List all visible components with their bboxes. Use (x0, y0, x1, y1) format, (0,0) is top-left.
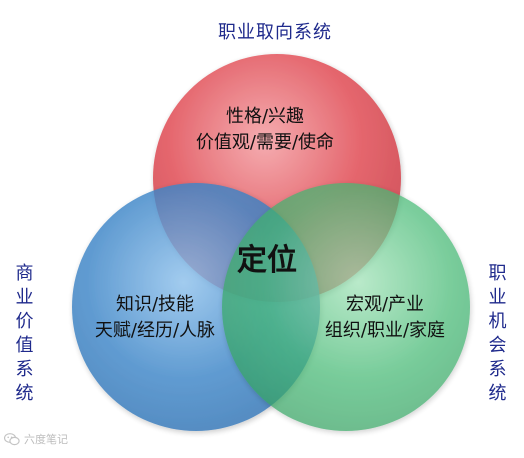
circle-blue-text: 知识/技能 天赋/经历/人脉 (80, 292, 230, 344)
circle-green (222, 183, 470, 431)
circle-blue-line2: 天赋/经历/人脉 (94, 320, 216, 341)
circle-red-line1: 性格/兴趣 (225, 106, 305, 127)
wechat-icon (4, 432, 20, 445)
circle-green-line1: 宏观/产业 (345, 294, 425, 315)
center-label: 定位 (237, 243, 297, 278)
label-career-opportunity: 职业机会系统 (488, 263, 508, 404)
label-business-value: 商业价值系统 (15, 263, 35, 404)
watermark: 六度笔记 (4, 430, 68, 448)
circle-green-text: 宏观/产业 组织/职业/家庭 (310, 292, 460, 344)
circle-red-line2: 价值观/需要/使命 (195, 132, 335, 153)
circle-blue-line1: 知识/技能 (115, 294, 195, 315)
watermark-text: 六度笔记 (24, 433, 68, 446)
circle-red-text: 性格/兴趣 价值观/需要/使命 (190, 104, 340, 156)
circle-green-line2: 组织/职业/家庭 (324, 320, 446, 341)
label-career-orientation: 职业取向系统 (218, 22, 332, 43)
